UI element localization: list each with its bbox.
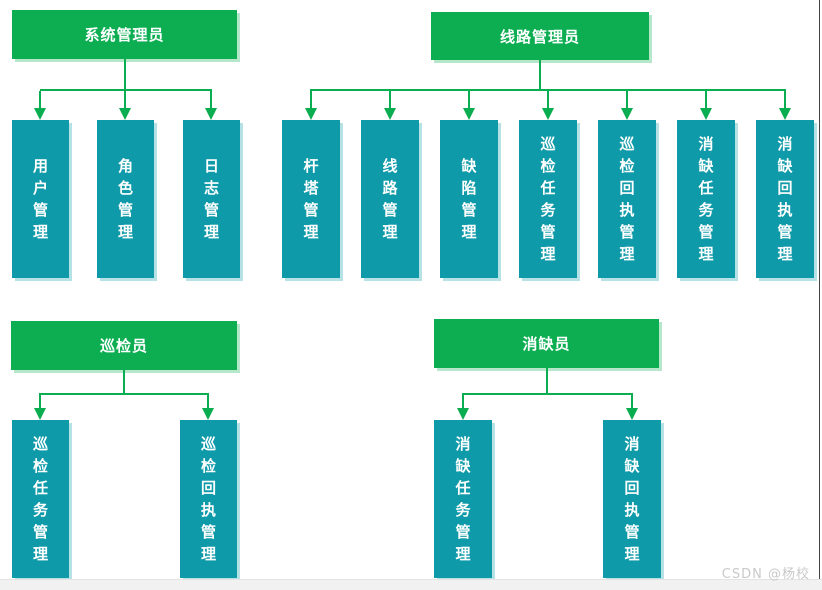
connector-stub	[784, 91, 786, 109]
node-defect-task-management: 消缺任务管理	[677, 120, 735, 278]
node-label: 消缺任务管理	[698, 134, 714, 263]
role-box-defect-eliminator: 消缺员	[434, 319, 659, 368]
node-label: 缺陷管理	[461, 156, 477, 241]
connector-stem	[123, 370, 125, 393]
arrow-down-icon	[626, 408, 638, 420]
footer-strip	[0, 579, 822, 590]
connector-stub	[210, 91, 212, 109]
node-tower-management: 杆塔管理	[282, 120, 340, 278]
connector-stub	[462, 395, 464, 409]
arrow-down-icon	[542, 108, 554, 120]
node-label: 线路管理	[382, 156, 398, 241]
connector-stub	[631, 395, 633, 409]
arrow-down-icon	[384, 108, 396, 120]
connector-stub	[124, 91, 126, 109]
node-label: 巡检回执管理	[619, 134, 635, 263]
node-label: 巡检任务管理	[540, 134, 556, 263]
connector-stub	[310, 91, 312, 109]
node-inspection-task-management: 巡检任务管理	[519, 120, 577, 278]
connector-stub	[389, 91, 391, 109]
node-label: 消缺回执管理	[624, 434, 640, 563]
connector-rail	[310, 89, 786, 91]
role-box-inspector: 巡检员	[11, 321, 237, 370]
connector-stem	[539, 60, 541, 89]
arrow-down-icon	[202, 408, 214, 420]
node-line-management: 线路管理	[361, 120, 419, 278]
connector-stub	[468, 91, 470, 109]
connector-stub	[39, 395, 41, 409]
page-edge-line	[819, 0, 820, 580]
node-label: 巡检任务管理	[32, 434, 48, 563]
node-role-management: 角色管理	[97, 120, 154, 278]
node-inspection-task-management: 巡检任务管理	[12, 420, 69, 578]
arrow-down-icon	[621, 108, 633, 120]
node-log-management: 日志管理	[183, 120, 240, 278]
arrow-down-icon	[305, 108, 317, 120]
connector-rail	[39, 393, 209, 395]
node-label: 消缺回执管理	[777, 134, 793, 263]
role-box-system-admin: 系统管理员	[12, 10, 237, 59]
arrow-down-icon	[205, 108, 217, 120]
watermark: CSDN @杨校	[721, 567, 810, 582]
node-defect-task-management: 消缺任务管理	[434, 420, 492, 578]
connector-stem	[124, 59, 126, 90]
connector-rail	[462, 393, 633, 395]
node-inspection-receipt-management: 巡检回执管理	[598, 120, 656, 278]
node-user-management: 用户管理	[12, 120, 69, 278]
node-label: 日志管理	[203, 156, 219, 241]
connector-stub	[547, 91, 549, 109]
arrow-down-icon	[779, 108, 791, 120]
arrow-down-icon	[700, 108, 712, 120]
node-defect-receipt-management: 消缺回执管理	[756, 120, 814, 278]
node-label: 角色管理	[117, 156, 133, 241]
connector-stub	[626, 91, 628, 109]
arrow-down-icon	[119, 108, 131, 120]
connector-stub	[207, 395, 209, 409]
node-inspection-receipt-management: 巡检回执管理	[180, 420, 237, 578]
role-box-line-admin: 线路管理员	[431, 12, 649, 60]
node-label: 用户管理	[32, 156, 48, 241]
connector-stem	[546, 368, 548, 393]
arrow-down-icon	[34, 108, 46, 120]
connector-stub	[39, 91, 41, 109]
node-defect-receipt-management: 消缺回执管理	[603, 420, 661, 578]
node-label: 巡检回执管理	[200, 434, 216, 563]
arrow-down-icon	[457, 408, 469, 420]
connector-stub	[705, 91, 707, 109]
node-defect-management: 缺陷管理	[440, 120, 498, 278]
arrow-down-icon	[34, 408, 46, 420]
node-label: 杆塔管理	[303, 156, 319, 241]
node-label: 消缺任务管理	[455, 434, 471, 563]
connector-rail	[40, 89, 212, 91]
arrow-down-icon	[463, 108, 475, 120]
